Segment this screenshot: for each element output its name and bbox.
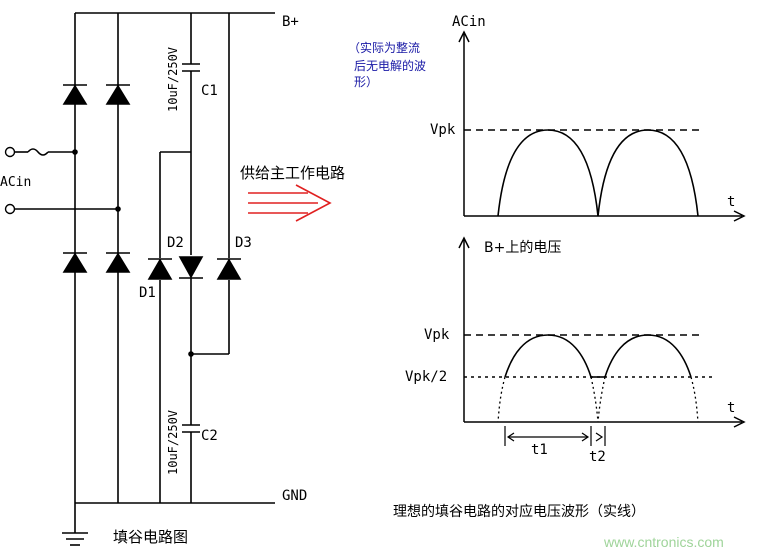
bottom-graph-title: B+上的电压: [484, 240, 561, 256]
top-graph-note-line3: 形）: [354, 75, 378, 89]
b-plus-label: B+: [282, 14, 299, 30]
diode-d1: [147, 258, 173, 280]
c1-label: C1: [201, 83, 218, 99]
bottom-vpk-half-label: Vpk/2: [405, 369, 447, 385]
bottom-peak-1: [504, 334, 592, 378]
diode-d3: [216, 258, 242, 280]
supply-label: 供给主工作电路: [240, 164, 345, 182]
bridge-diode-bl: [62, 252, 88, 273]
waveform-caption: 理想的填谷电路的对应电压波形（实线）: [393, 503, 645, 520]
d3-label: D3: [235, 235, 252, 251]
junction-dot: [115, 206, 121, 212]
junction-dot: [188, 351, 194, 357]
top-half-wave-2: [597, 129, 699, 217]
t2-label: t2: [589, 449, 606, 465]
d2-label: D2: [167, 235, 184, 251]
bottom-waveform-solid: [504, 334, 692, 378]
top-graph-note-line2: 后无电解的波: [354, 58, 426, 73]
circuit-caption: 填谷电路图: [113, 528, 188, 546]
bridge-diodes: [62, 84, 131, 273]
bridge-diode-br: [105, 252, 131, 273]
bottom-peak-2: [604, 334, 692, 378]
bottom-waveform-dotted: [497, 376, 699, 423]
bottom-graph-axes: [458, 236, 746, 428]
c2-value-label: 10uF/250V: [166, 410, 180, 475]
top-graph-note-line1: （实际为整流: [348, 40, 420, 55]
bottom-t-axis-label: t: [727, 400, 735, 416]
diode-d2: [178, 256, 204, 279]
acin-label: ACin: [0, 175, 31, 190]
top-waveform: [497, 129, 699, 217]
top-t-axis-label: t: [727, 194, 735, 210]
fuse-symbol: [27, 148, 49, 156]
red-arrow: [248, 184, 332, 222]
t1-label: t1: [531, 442, 548, 458]
ac-terminal-top: [4, 146, 16, 158]
ac-terminal-bottom: [4, 203, 16, 215]
top-graph-title: ACin: [452, 14, 486, 30]
top-vpk-label: Vpk: [430, 122, 456, 138]
interval-markers: [504, 426, 606, 446]
d1-label: D1: [139, 285, 156, 301]
gnd-label: GND: [282, 488, 307, 504]
valley-fill-diodes: [147, 256, 242, 280]
top-graph-axes: [458, 30, 746, 222]
watermark: www.cntronics.com: [603, 534, 724, 550]
top-half-wave-1: [497, 129, 599, 217]
bottom-vpk-label: Vpk: [424, 327, 450, 343]
bridge-diode-tl: [62, 84, 88, 105]
c2-label: C2: [201, 428, 218, 444]
junction-dot: [72, 149, 78, 155]
c1-value-label: 10uF/250V: [166, 47, 180, 112]
t2-dimension-arrow: [595, 432, 604, 442]
bridge-diode-tr: [105, 84, 131, 105]
